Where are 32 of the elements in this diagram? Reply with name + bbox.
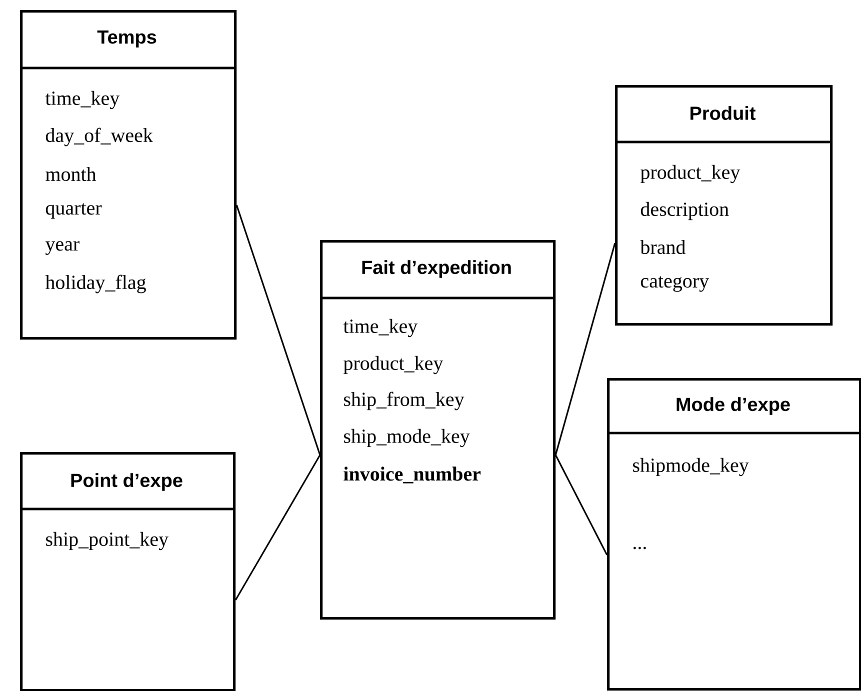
attribute-name: ... <box>634 546 646 550</box>
table-box <box>20 10 237 340</box>
attribute-name: ship_from_key <box>344 392 464 410</box>
table-title: Mode d’expe <box>676 397 790 415</box>
table-box <box>20 452 236 691</box>
attribute-name: shipmode_key <box>633 458 749 476</box>
attribute-name: ship_mode_key <box>344 428 470 448</box>
attribute-name: holiday_flag <box>45 274 146 294</box>
table-title: Point d’expe <box>71 473 182 491</box>
attribute-name: day_of_week <box>46 128 153 146</box>
attribute-name: invoice_number <box>344 466 481 484</box>
attribute-name: ship_point_key <box>46 532 168 550</box>
table-box <box>615 85 833 326</box>
attribute-name: product_key <box>640 164 740 184</box>
attribute-name: time_key <box>45 90 120 110</box>
attribute-name: product_key <box>344 356 444 374</box>
table-title: Temps <box>97 30 156 48</box>
table-box <box>320 240 556 620</box>
table-title: Fait d’expedition <box>362 260 511 278</box>
connector-line <box>554 242 616 456</box>
table-box <box>607 378 861 691</box>
connector-line <box>236 204 321 456</box>
connector-line <box>554 454 608 556</box>
attribute-name: time_key <box>343 318 418 338</box>
connector-line <box>234 454 321 600</box>
attribute-name: quarter <box>46 203 102 219</box>
attribute-name: category <box>640 276 709 292</box>
attribute-name: month <box>46 166 96 182</box>
table-title: Produit <box>690 106 756 120</box>
attribute-name: description <box>640 202 729 220</box>
attribute-name: year <box>45 241 80 255</box>
attribute-name: brand <box>640 240 686 254</box>
